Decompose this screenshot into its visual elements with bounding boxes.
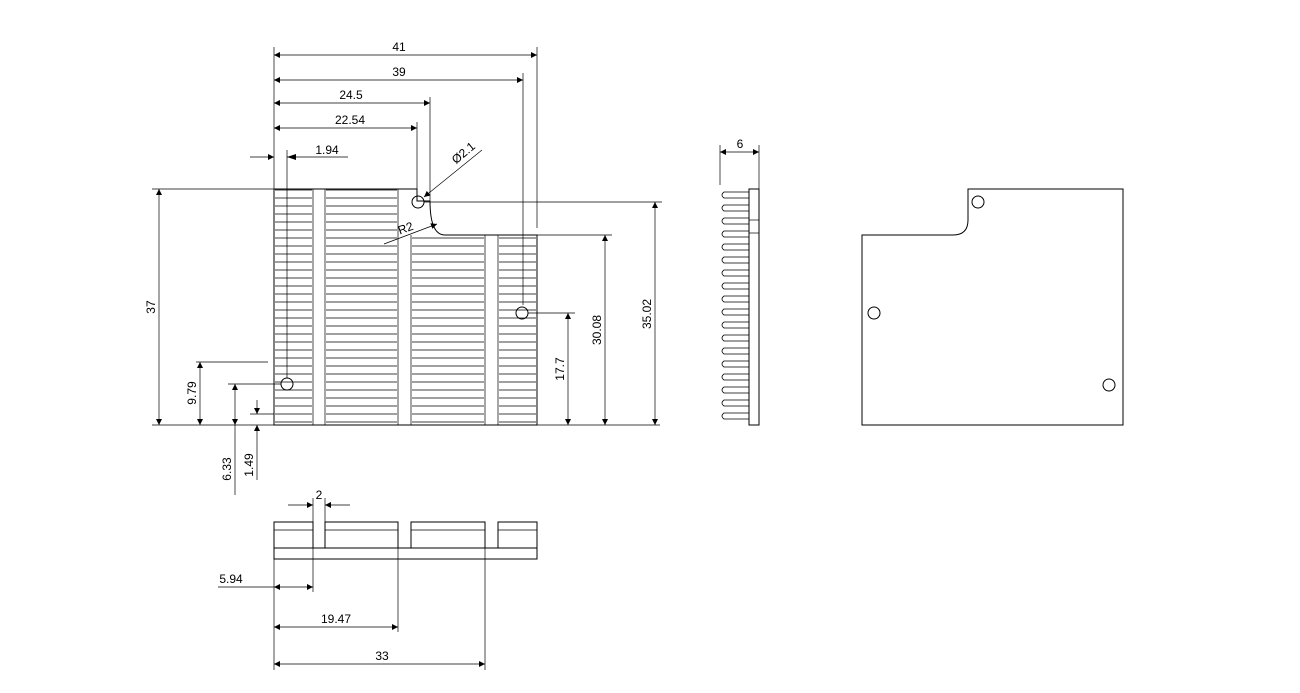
- side-fin: [721, 269, 749, 277]
- dimension-22-54: 22.54: [274, 113, 418, 189]
- dim-text-22-54: 22.54: [335, 113, 365, 127]
- dimension-17-7: 17.7: [528, 312, 660, 426]
- side-fin: [721, 204, 749, 212]
- dimension-24-5: 24.5: [274, 88, 431, 201]
- dimension-1-49: 1.49: [242, 400, 274, 480]
- mounting-hole-top: [411, 195, 425, 209]
- side-fin: [721, 230, 749, 238]
- side-fin: [721, 217, 749, 225]
- side-fin: [721, 308, 749, 316]
- side-view-base: [748, 188, 760, 426]
- dim-text-6: 6: [737, 137, 744, 151]
- side-fin: [721, 282, 749, 290]
- side-fin: [721, 412, 749, 420]
- side-fin: [721, 399, 749, 407]
- dim-text-6-33: 6.33: [220, 457, 234, 481]
- side-fin: [721, 256, 749, 264]
- dim-text-r2: R2: [396, 219, 416, 238]
- bottom-view-base: [273, 547, 538, 560]
- dim-text-5-94: 5.94: [219, 572, 243, 586]
- dimension-5-94: 5.94: [218, 548, 314, 670]
- dim-text-37: 37: [144, 300, 158, 314]
- dim-text-35-02: 35.02: [640, 299, 654, 329]
- bottom-fin-block-4: [497, 521, 538, 549]
- dimension-1-94: 1.94: [250, 143, 348, 378]
- dimension-30-08: 30.08: [537, 234, 612, 425]
- dimension-6: 6: [719, 137, 760, 189]
- dimension-radius-r2: R2: [383, 219, 438, 245]
- mounting-hole-left: [280, 377, 294, 391]
- side-fin: [721, 347, 749, 355]
- dim-text-30-08: 30.08: [590, 315, 604, 345]
- back-hole-top: [971, 195, 985, 209]
- side-fin: [721, 321, 749, 329]
- back-hole-left: [867, 306, 881, 320]
- side-fin: [721, 386, 749, 394]
- back-hole-right: [1102, 378, 1116, 392]
- dim-text-2: 2: [316, 488, 323, 502]
- dim-text-diameter: Ø2.1: [449, 139, 478, 167]
- dim-text-9-79: 9.79: [185, 381, 199, 405]
- dim-text-1-94: 1.94: [315, 143, 339, 157]
- dimension-6-33: 6.33: [220, 383, 281, 495]
- dimension-2: 2: [288, 488, 350, 522]
- dimension-35-02: 35.02: [424, 201, 662, 425]
- dim-text-17-7: 17.7: [553, 357, 567, 381]
- side-fin: [721, 295, 749, 303]
- back-view-outline: [861, 188, 1124, 426]
- bottom-fin-block-3: [410, 521, 486, 549]
- dim-text-19-47: 19.47: [321, 612, 351, 626]
- dimension-19-47: 19.47: [274, 548, 399, 632]
- side-view: 6: [719, 137, 760, 426]
- side-view-fins: [721, 191, 749, 420]
- dimension-9-79: 9.79: [185, 361, 268, 425]
- front-view: 41 39 24.5 22.54 1.94 Ø2.1: [144, 40, 662, 495]
- dim-text-1-49: 1.49: [242, 453, 256, 477]
- dim-text-39: 39: [392, 65, 406, 79]
- side-fin: [721, 243, 749, 251]
- dimension-41: 41: [273, 40, 538, 228]
- side-fin: [721, 191, 749, 199]
- bottom-fin-block-1: [273, 521, 314, 549]
- dimension-39: 39: [274, 65, 524, 305]
- dim-text-33: 33: [375, 649, 389, 663]
- dim-text-24-5: 24.5: [339, 88, 363, 102]
- front-view-fin-pattern: [273, 189, 538, 425]
- side-fin: [721, 360, 749, 368]
- dimension-33: 33: [274, 548, 486, 670]
- dimension-diameter-2-1: Ø2.1: [423, 139, 483, 198]
- mounting-hole-right: [515, 306, 529, 320]
- dim-text-41: 41: [392, 40, 406, 54]
- side-fin: [721, 334, 749, 342]
- dimension-37: 37: [144, 188, 274, 426]
- bottom-fin-block-2: [324, 521, 399, 549]
- side-fin: [721, 373, 749, 381]
- back-view: [861, 188, 1124, 426]
- bottom-view: 2 5.94 19.47 33: [218, 488, 538, 670]
